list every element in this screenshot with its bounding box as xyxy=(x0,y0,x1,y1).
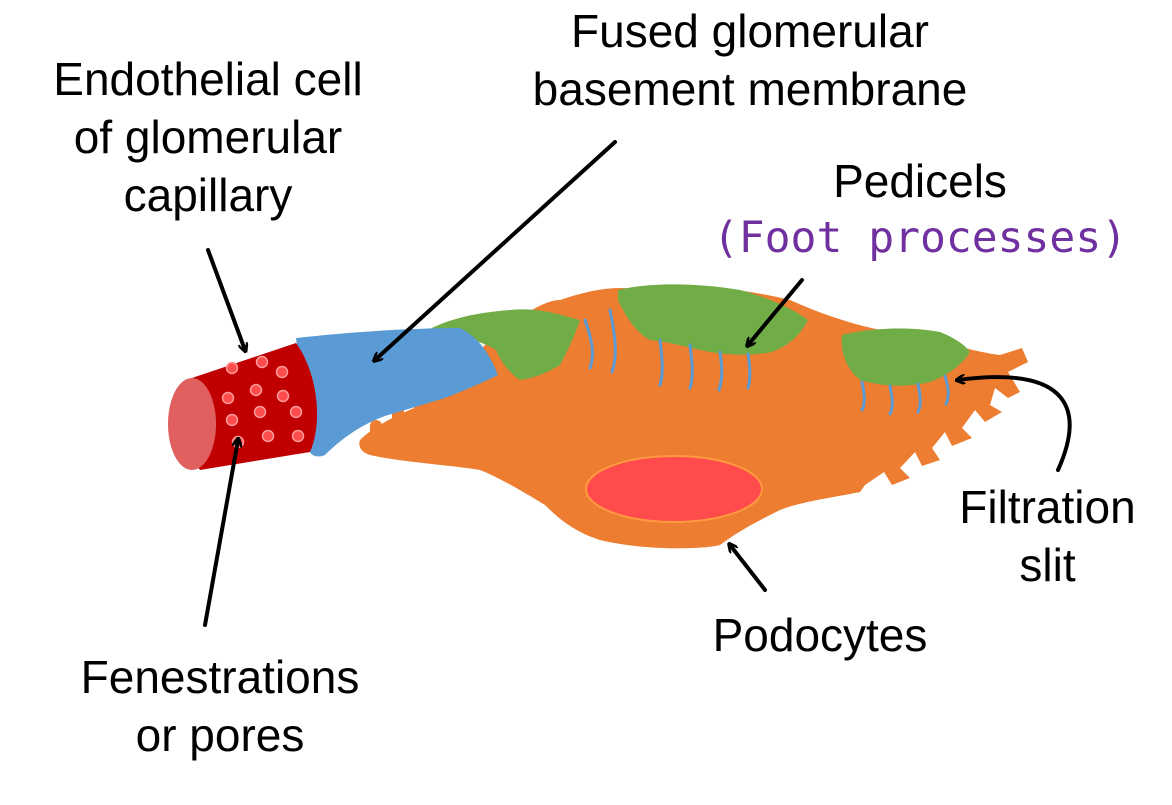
pedicel-right xyxy=(841,328,970,386)
capillary-opening xyxy=(168,378,216,470)
label-endothelial-line2: of glomerular xyxy=(73,111,343,163)
label-filtration-line2: slit xyxy=(1019,539,1076,591)
podocyte-nucleus xyxy=(585,455,763,523)
label-gbm-line2: basement membrane xyxy=(532,63,968,115)
podocyte-fingers-left xyxy=(370,390,492,450)
arrow-filtration xyxy=(958,377,1072,472)
label-foot-processes: (Foot processes) xyxy=(712,213,1128,263)
label-endothelial-line1: Endothelial cell xyxy=(53,53,363,105)
label-basement-membrane: Fused glomerular basement membrane xyxy=(480,2,1020,118)
arrow-fenestrations xyxy=(203,440,238,627)
pedicel-left xyxy=(428,309,580,380)
label-fenestrations: Fenestrations or pores xyxy=(20,648,420,764)
label-endothelial-cell: Endothelial cell of glomerular capillary xyxy=(18,50,398,224)
label-gbm-line1: Fused glomerular xyxy=(571,5,929,57)
label-pedicels: Pedicels (Foot processes) xyxy=(690,152,1150,266)
arrow-pedicels xyxy=(748,278,804,345)
label-filtration-slit: Filtration slit xyxy=(935,478,1160,594)
fenestration-pores xyxy=(221,355,305,449)
label-endothelial-line3: capillary xyxy=(123,169,293,221)
pedicel-middle xyxy=(618,284,808,355)
label-fenestrations-line2: or pores xyxy=(135,709,305,761)
basement-membrane xyxy=(296,328,498,457)
label-podocytes: Podocytes xyxy=(640,606,1000,664)
arrow-podocytes xyxy=(730,545,767,592)
filtration-slit-lines xyxy=(583,308,950,416)
arrow-endothelial xyxy=(206,248,245,350)
label-filtration-line1: Filtration xyxy=(959,481,1136,533)
label-pedicels-line1: Pedicels xyxy=(833,155,1007,207)
arrow-gbm xyxy=(375,140,617,360)
label-fenestrations-line1: Fenestrations xyxy=(80,651,360,703)
label-podocytes-line1: Podocytes xyxy=(712,609,928,661)
